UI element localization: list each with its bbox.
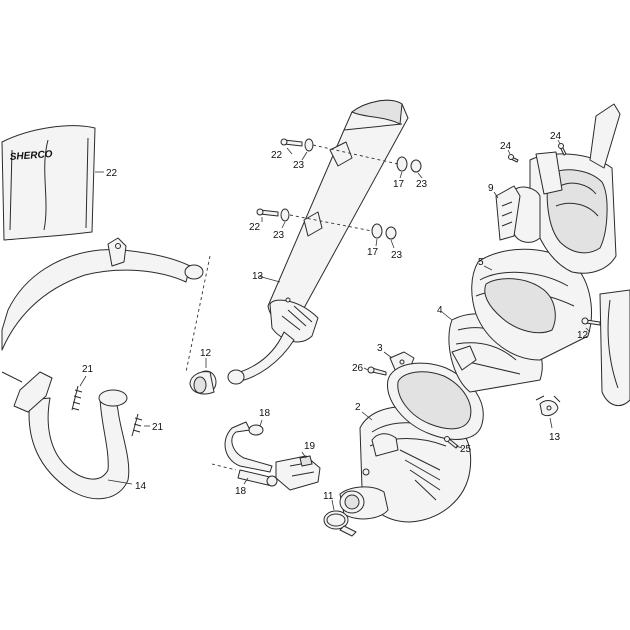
muffler-cover-part: SHERCO xyxy=(1,125,96,241)
callout-24-right: 24 xyxy=(550,131,562,142)
spring-part-left xyxy=(71,385,83,411)
callout-22-cover: 22 xyxy=(106,168,118,179)
callout-4-cage: 4 xyxy=(437,305,443,316)
clamp-part xyxy=(323,510,357,537)
callout-13-clip: 13 xyxy=(549,432,561,443)
callout-26-screw: 26 xyxy=(352,363,364,374)
callout-19-clip: 19 xyxy=(304,441,316,452)
top-screw-left xyxy=(508,154,519,163)
screw-part xyxy=(367,366,387,376)
hardware-middle-set xyxy=(256,208,397,240)
air-filter-part xyxy=(471,248,592,361)
callout-5-filter: 5 xyxy=(478,257,484,268)
brand-logo-text: SHERCO xyxy=(9,149,53,163)
spring-part-right xyxy=(131,413,143,437)
callout-14-pipe: 14 xyxy=(135,481,147,492)
callout-labels: 22 23 17 23 22 23 17 23 13 22 12 21 21 1… xyxy=(82,131,589,502)
small-screw-part xyxy=(444,436,459,449)
callout-23-top-left: 23 xyxy=(293,160,305,171)
callout-3-bracket: 3 xyxy=(377,343,383,354)
hose-part xyxy=(224,421,278,487)
top-screw-right xyxy=(558,143,567,156)
exhaust-pipe-part xyxy=(1,237,204,500)
callout-12-right: 12 xyxy=(577,330,589,341)
callout-22-middle: 22 xyxy=(249,222,261,233)
side-panel-part xyxy=(495,185,521,241)
callout-17-top: 17 xyxy=(393,179,405,190)
callout-23-top-right: 23 xyxy=(416,179,428,190)
right-screw-part xyxy=(581,317,601,326)
spring-clip-part xyxy=(535,395,561,417)
callout-17-middle: 17 xyxy=(367,247,379,258)
callout-18-bottom: 18 xyxy=(235,486,247,497)
callout-25-screw: 25 xyxy=(460,444,472,455)
callout-22-top: 22 xyxy=(271,150,283,161)
callout-23-middle-left: 23 xyxy=(273,230,285,241)
callout-24-left: 24 xyxy=(500,141,512,152)
connector-clip-part xyxy=(275,455,321,491)
callout-11-clamp: 11 xyxy=(323,491,334,502)
airbox-frame-part xyxy=(513,103,630,407)
callout-21-left: 21 xyxy=(82,364,94,375)
callout-2-airbox: 2 xyxy=(355,402,361,413)
callout-13-silencer: 13 xyxy=(252,271,264,282)
callout-18-top: 18 xyxy=(259,408,271,419)
silencer-part xyxy=(227,99,409,385)
callout-9-panel: 9 xyxy=(488,183,494,194)
callout-12-seal: 12 xyxy=(200,348,212,359)
callout-23-middle-right: 23 xyxy=(391,250,403,261)
seal-ring-part xyxy=(189,370,217,395)
callout-21-right: 21 xyxy=(152,422,164,433)
